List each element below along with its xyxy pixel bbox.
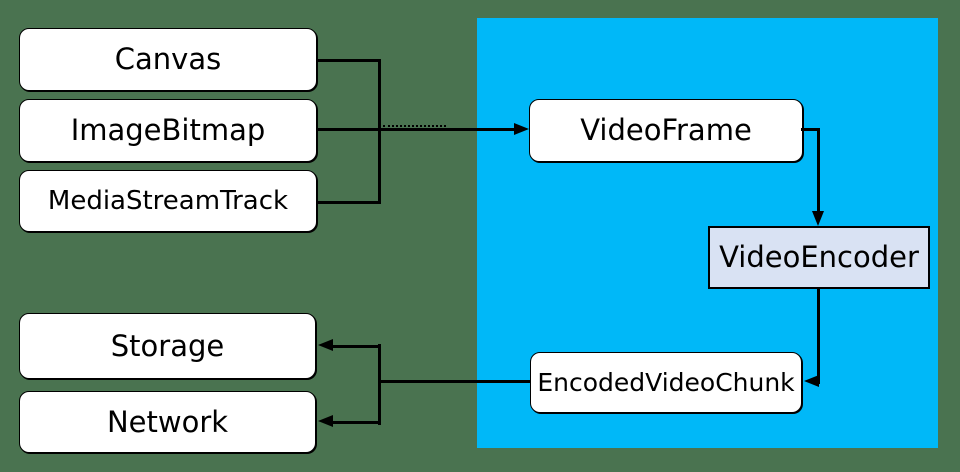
connector-sources-trunk: [378, 59, 381, 204]
node-network-label: Network: [106, 404, 229, 439]
node-videoencoder: VideoEncoder: [708, 226, 930, 289]
node-encodedvideochunk: EncodedVideoChunk: [530, 352, 802, 413]
node-network: Network: [19, 391, 316, 453]
node-canvas: Canvas: [19, 28, 317, 91]
node-videoencoder-label: VideoEncoder: [719, 240, 919, 274]
node-imagebitmap: ImageBitmap: [19, 99, 317, 162]
node-storage: Storage: [19, 313, 316, 379]
node-canvas-label: Canvas: [114, 42, 222, 76]
node-mediastreamtrack: MediaStreamTrack: [19, 170, 317, 232]
connector-imagebitmap-to-videoframe: [317, 128, 515, 131]
connector-videoframe-to-videoencoder: [817, 128, 820, 213]
connector-videoencoder-to-encodedvideochunk: [817, 289, 820, 384]
arrowhead-into-videoframe: [514, 123, 529, 135]
node-encodedvideochunk-label: EncodedVideoChunk: [537, 368, 795, 397]
arrowhead-into-encodedvideochunk: [804, 375, 819, 387]
node-videoframe: VideoFrame: [529, 99, 803, 162]
arrowhead-into-storage: [318, 339, 333, 351]
connector-trunk-to-network: [331, 421, 380, 424]
connector-mediastreamtrack-to-trunk: [317, 201, 381, 204]
connector-encodedvideochunk-to-trunk: [380, 380, 530, 383]
node-videoframe-label: VideoFrame: [580, 113, 752, 147]
connector-canvas-to-trunk: [317, 59, 381, 62]
arrowhead-into-videoencoder: [812, 211, 824, 226]
connector-trunk-to-storage: [331, 345, 380, 348]
connector-sinks-trunk: [378, 344, 381, 425]
connector-videoframe-stub: [801, 128, 820, 131]
arrowhead-into-network: [318, 415, 333, 427]
node-imagebitmap-label: ImageBitmap: [70, 113, 266, 147]
connector-dotted-artifact: [383, 125, 446, 127]
node-storage-label: Storage: [110, 328, 225, 363]
node-mediastreamtrack-label: MediaStreamTrack: [47, 186, 289, 216]
